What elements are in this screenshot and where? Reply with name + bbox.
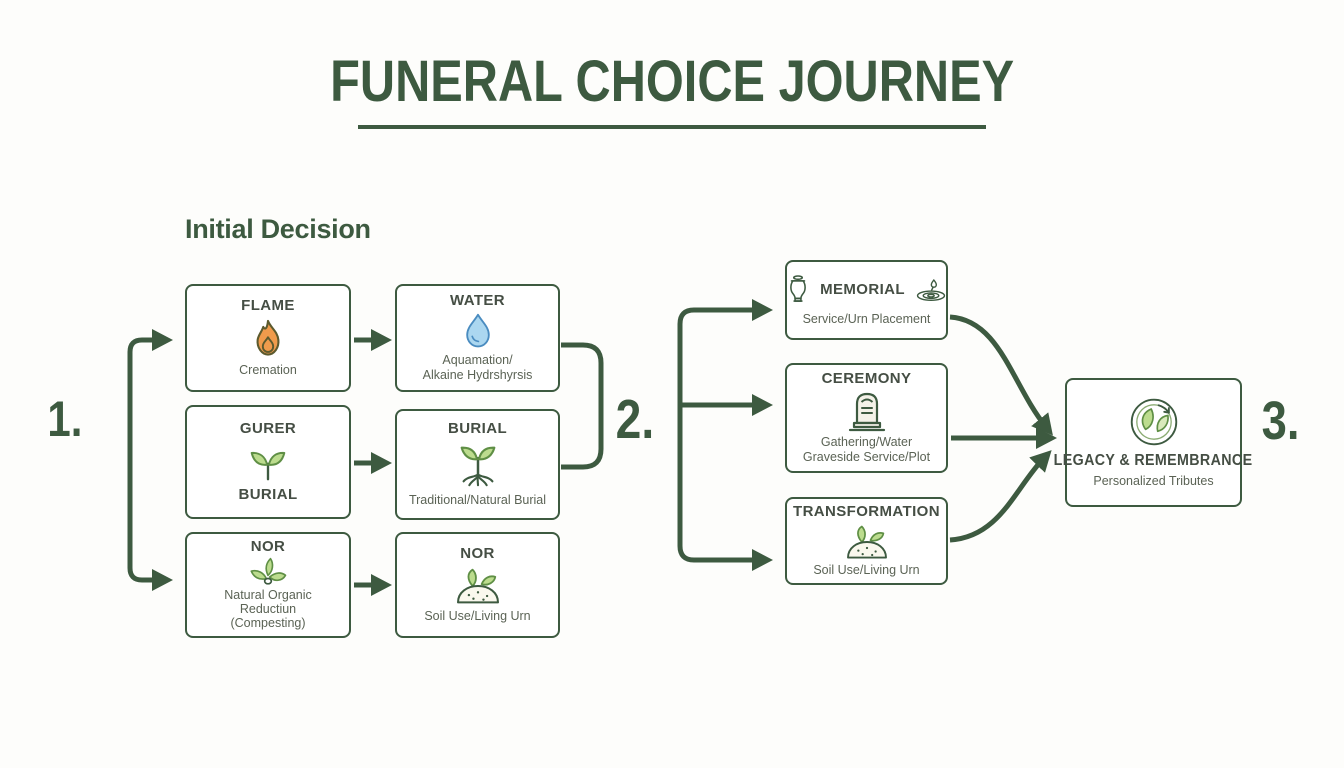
- memorial-header: MEMORIAL: [785, 273, 948, 307]
- arrow-step1-to-nor: [127, 458, 173, 591]
- memorial-title: MEMORIAL: [820, 280, 905, 298]
- flame-option-box: FLAME Cremation: [185, 284, 351, 392]
- seedling-roots-icon: [460, 446, 495, 487]
- burial-option-box: BURIAL Traditional/Natural Burial: [395, 409, 560, 520]
- arrow-step1-to-flame: [127, 328, 173, 462]
- nor1-title: NOR: [250, 538, 286, 556]
- arrow-step2-to-transformation: [677, 430, 773, 571]
- gurer-label-burial: BURIAL: [238, 486, 298, 503]
- arrow-step2-to-memorial: [677, 298, 773, 430]
- eco-circle-icon: [1130, 399, 1177, 446]
- flame-icon: [256, 319, 280, 356]
- leaves-icon: [250, 557, 287, 585]
- water-title: WATER: [449, 291, 506, 309]
- nor2-title: NOR: [460, 545, 495, 563]
- flame-title: FLAME: [241, 297, 295, 315]
- water-drop-icon: [465, 314, 490, 348]
- bracket-column2: [561, 342, 604, 470]
- ceremony-title: CEREMONY: [821, 369, 912, 387]
- step-number-1: 1.: [47, 391, 83, 447]
- gravestone-icon: [848, 393, 885, 432]
- gurer-burial-option-box: GURER BURIAL: [185, 405, 351, 519]
- nor-composting-option-box: NOR Natural Organic Reductiun (Compestin…: [185, 532, 351, 638]
- burial-subtitle: Traditional/Natural Burial: [408, 493, 547, 508]
- ceremony-subtitle-line1: Gathering/Water: [820, 435, 913, 450]
- water-subtitle-line1: Aquamation/: [442, 353, 513, 368]
- nor1-subtitle-line3: (Compesting): [230, 615, 306, 630]
- soil-mound-icon: [456, 568, 499, 604]
- transformation-option-box: TRANSFORMATION Soil Use/Living Urn: [785, 497, 948, 585]
- title-underline: [358, 125, 986, 129]
- arrow-memorial-to-legacy: [949, 314, 1053, 436]
- seedling-icon: [250, 451, 286, 481]
- section-heading: Initial Decision: [185, 214, 371, 244]
- legacy-remembrance-box: LEGACY & REMEMBRANCE Personalized Tribut…: [1054, 378, 1253, 507]
- ripple-icon: [916, 278, 946, 301]
- nor1-subtitle-line2: Reductiun: [239, 601, 297, 616]
- water-option-box: WATER Aquamation/ Alkaine Hydrshyrsis: [395, 284, 560, 392]
- soil-mound-icon: [846, 525, 887, 559]
- legacy-subtitle: Personalized Tributes: [1093, 473, 1214, 488]
- nor2-subtitle: Soil Use/Living Urn: [424, 608, 531, 623]
- ceremony-subtitle-line2: Graveside Service/Plot: [802, 450, 931, 465]
- ceremony-option-box: CEREMONY Gathering/Water Graveside Servi…: [785, 363, 948, 473]
- arrow-transformation-to-legacy: [949, 450, 1052, 543]
- legacy-title: LEGACY & REMEMBRANCE: [1054, 452, 1253, 470]
- flame-subtitle: Cremation: [239, 362, 297, 377]
- transformation-subtitle: Soil Use/Living Urn: [813, 562, 920, 577]
- water-subtitle-line2: Alkaine Hydrshyrsis: [422, 368, 533, 383]
- urn-icon: [790, 275, 806, 302]
- memorial-option-box: MEMORIAL Service/Urn Placement: [785, 260, 948, 340]
- step-number-2: 2.: [615, 388, 655, 450]
- page-title: FUNERAL CHOICE JOURNEY: [330, 49, 1014, 114]
- transformation-title: TRANSFORMATION: [793, 503, 940, 521]
- memorial-subtitle: Service/Urn Placement: [802, 312, 931, 326]
- step-number-3: 3.: [1261, 391, 1300, 451]
- nor-soil-option-box: NOR Soil Use/Living Urn: [395, 532, 560, 638]
- burial-title: BURIAL: [447, 419, 508, 437]
- nor1-subtitle-line1: Natural Organic: [224, 587, 312, 602]
- gurer-title: GURER: [239, 419, 297, 437]
